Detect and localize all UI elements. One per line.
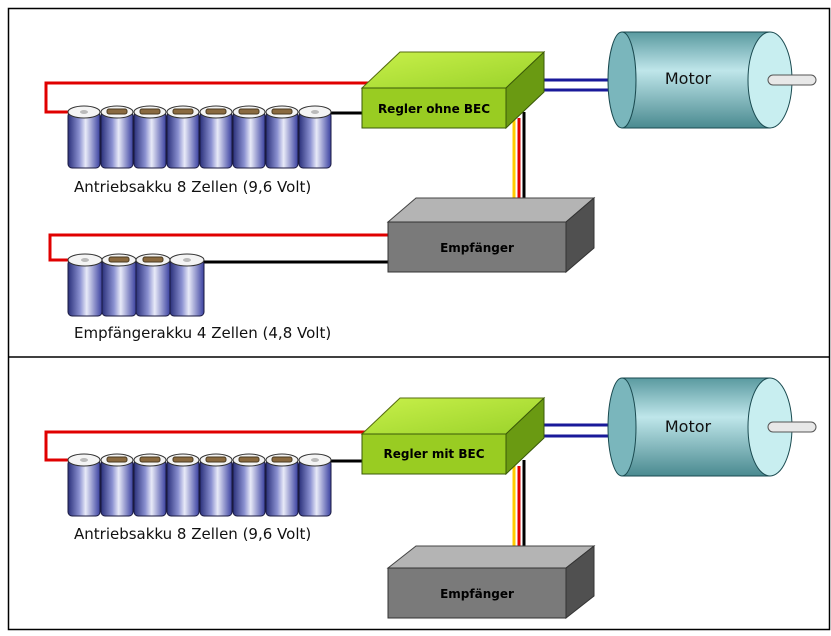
- drive-battery-pack: [67, 105, 332, 169]
- battery-cell: [100, 105, 134, 169]
- drive-battery-plus-wire: [44, 430, 378, 462]
- outer-frame: [7, 7, 831, 631]
- battery-cell: [265, 105, 299, 169]
- drive-battery-label: Antriebsakku 8 Zellen (9,6 Volt): [74, 178, 311, 196]
- motor-label: Motor: [665, 417, 712, 436]
- controller-box: [360, 50, 546, 130]
- controller-label: Regler ohne BEC: [378, 102, 490, 116]
- battery-cell: [298, 453, 332, 517]
- battery-cell: [232, 105, 266, 169]
- battery-cell: [67, 253, 103, 317]
- controller-label: Regler mit BEC: [384, 447, 485, 461]
- cell-connectors: [106, 456, 293, 463]
- receiver-battery-plus-wire: [48, 233, 390, 262]
- receiver-battery-pack: [67, 253, 205, 317]
- receiver-box: [386, 544, 596, 620]
- motor-label: Motor: [665, 69, 712, 88]
- panel-with-bec: Antriebsakku 8 Zellen (9,6 Volt) Regler …: [44, 377, 817, 620]
- motor-shaft: [767, 421, 817, 433]
- receiver-battery-label: Empfängerakku 4 Zellen (4,8 Volt): [74, 324, 331, 342]
- battery-cell: [169, 253, 205, 317]
- battery-cell: [166, 453, 200, 517]
- receiver-box: [386, 196, 596, 274]
- battery-cell: [232, 453, 266, 517]
- motor: [607, 377, 817, 477]
- panel-without-bec: Antriebsakku 8 Zellen (9,6 Volt) Empfäng…: [44, 31, 817, 342]
- controller-box: [360, 396, 546, 476]
- cell-connectors: [106, 108, 293, 115]
- battery-cell: [67, 453, 101, 517]
- battery-cell: [199, 453, 233, 517]
- battery-cell: [67, 105, 101, 169]
- receiver-label: Empfänger: [440, 587, 514, 601]
- drive-battery-pack: [67, 453, 332, 517]
- battery-cell: [100, 453, 134, 517]
- battery-cell: [101, 253, 137, 317]
- battery-cell: [298, 105, 332, 169]
- battery-cell: [166, 105, 200, 169]
- receiver-label: Empfänger: [440, 241, 514, 255]
- battery-cell: [133, 105, 167, 169]
- motor: [607, 31, 817, 129]
- battery-cell: [265, 453, 299, 517]
- motor-shaft: [767, 74, 817, 86]
- cell-connectors: [108, 256, 164, 263]
- drive-battery-plus-wire: [44, 81, 378, 114]
- battery-cell: [135, 253, 171, 317]
- battery-cell: [199, 105, 233, 169]
- battery-cell: [133, 453, 167, 517]
- drive-battery-label: Antriebsakku 8 Zellen (9,6 Volt): [74, 525, 311, 543]
